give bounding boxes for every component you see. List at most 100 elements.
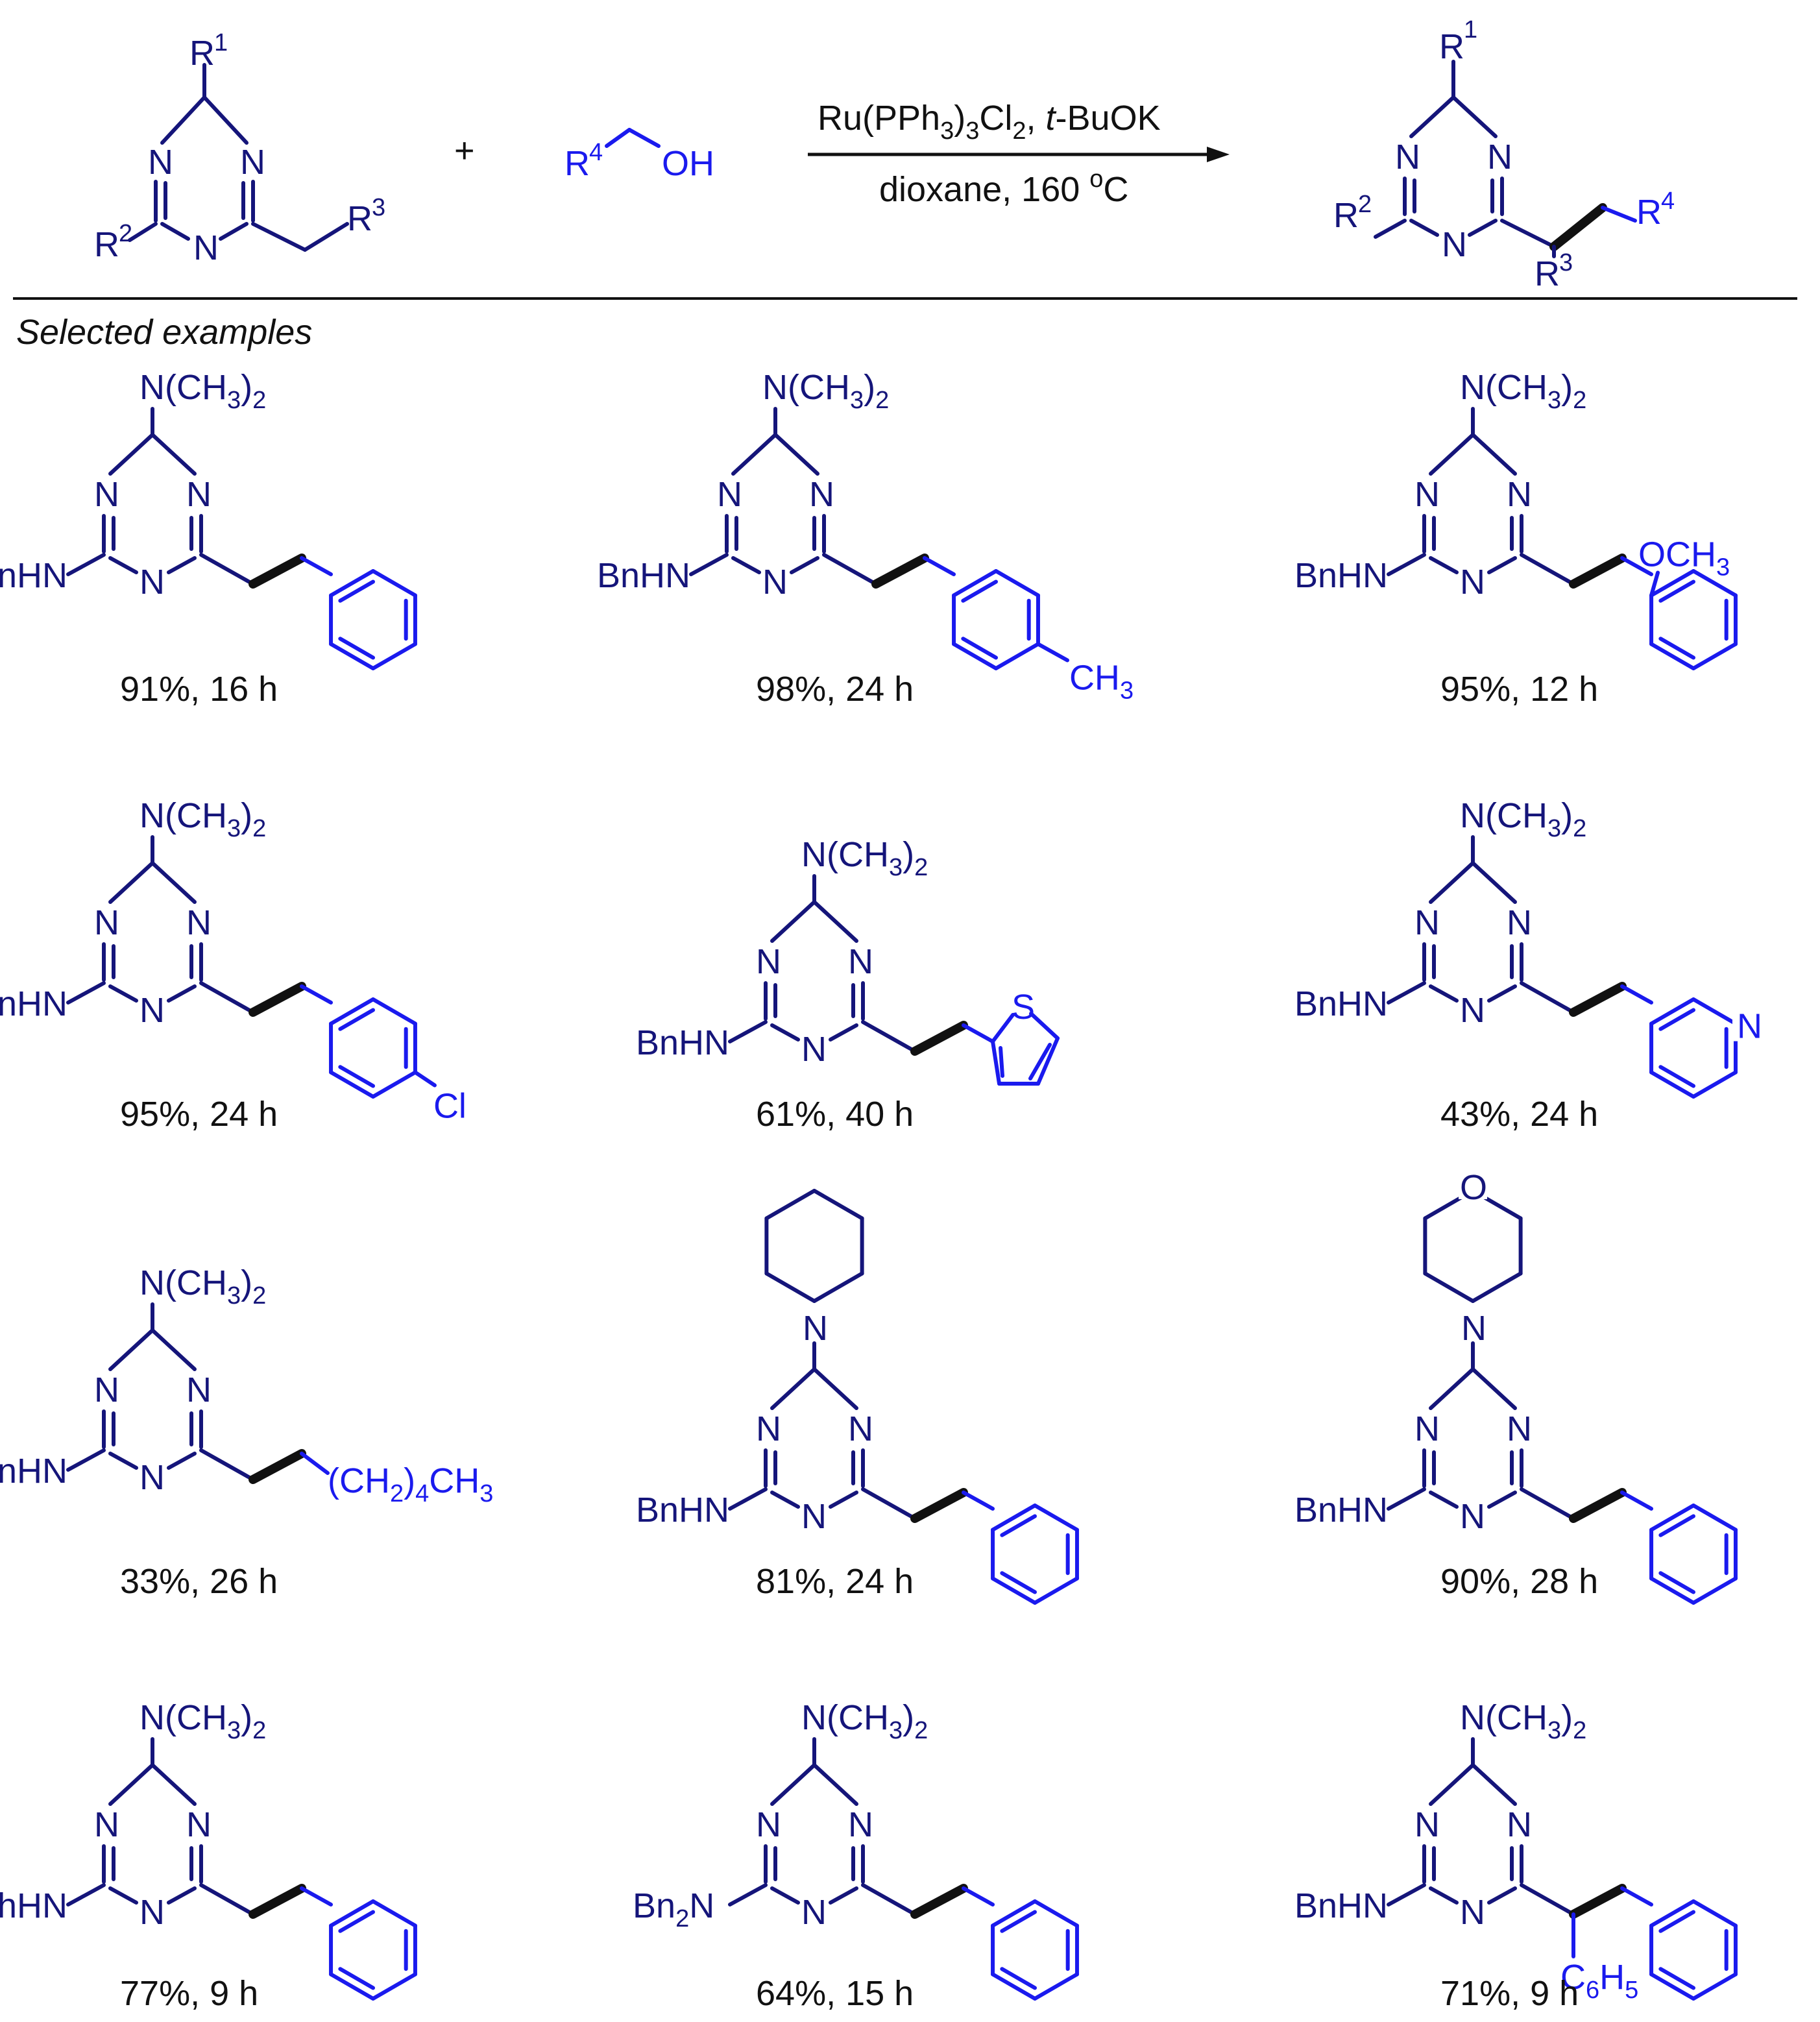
p-ring-n-bottom: N bbox=[1442, 225, 1467, 264]
ring-n-right: N bbox=[809, 475, 834, 514]
left-substituent: BnHN bbox=[1294, 556, 1388, 595]
reactant-triazine: N N N R 1 R 2 R 3 bbox=[94, 29, 385, 267]
yield-label: 81%, 24 h bbox=[756, 1562, 914, 1601]
p-r1-sup: 1 bbox=[1464, 16, 1477, 43]
r4-label: R bbox=[564, 144, 590, 183]
yield-label: 77%, 9 h bbox=[120, 1974, 258, 2013]
alkyl-chain: (CH2)4CH3 bbox=[328, 1461, 493, 1507]
p-r2-sup: 2 bbox=[1358, 191, 1372, 218]
ring-n-left: N bbox=[94, 903, 119, 942]
top-substituent: N(CH3)2 bbox=[1460, 368, 1586, 414]
ring-n-left: N bbox=[148, 143, 173, 182]
ring-n-bottom: N bbox=[140, 563, 165, 602]
left-substituent: PhHN bbox=[0, 1886, 67, 1925]
reaction-conditions: Ru(PPh3)3Cl2, t-BuOK dioxane, 160 oC bbox=[808, 99, 1230, 209]
ring-n-bottom: N bbox=[193, 228, 219, 267]
product-triazine: N N N R 1 R 2 R 3 R 4 bbox=[1333, 16, 1675, 293]
left-substituent: BnHN bbox=[0, 1452, 67, 1491]
p-r3-sup: 3 bbox=[1559, 249, 1573, 276]
ring-n-right: N bbox=[1507, 475, 1532, 514]
ring-n-left: N bbox=[1414, 475, 1440, 514]
ring-n-right: N bbox=[1507, 1805, 1532, 1844]
p-ring-n-left: N bbox=[1395, 138, 1420, 177]
yield-label: 33%, 26 h bbox=[120, 1562, 278, 1601]
yield-label: 95%, 12 h bbox=[1440, 670, 1598, 709]
plus-sign: + bbox=[454, 131, 475, 170]
oh-label: OH bbox=[662, 144, 714, 183]
ring-n-left: N bbox=[756, 1409, 781, 1448]
ring-n-bottom: N bbox=[140, 1458, 165, 1497]
ring-n-left: N bbox=[717, 475, 742, 514]
p-r2-label: R bbox=[1333, 196, 1359, 235]
catalyst-text: Ru(PPh3)3Cl2, t-BuOK bbox=[818, 99, 1161, 145]
yield-label: 43%, 24 h bbox=[1440, 1095, 1598, 1134]
piperidine-n: N bbox=[803, 1309, 828, 1348]
morpholine-n: N bbox=[1461, 1309, 1486, 1348]
solvent-text: dioxane, 160 oC bbox=[879, 165, 1128, 209]
left-substituent: BnHN bbox=[1294, 984, 1388, 1023]
left-substituent: BnHN bbox=[1294, 1491, 1388, 1529]
ring-n-right: N bbox=[240, 143, 265, 182]
ring-n-right: N bbox=[848, 1409, 873, 1448]
yield-label: 90%, 28 h bbox=[1440, 1562, 1598, 1601]
left-substituent: Bn2N bbox=[633, 1886, 714, 1932]
ring-n-bottom: N bbox=[801, 1497, 827, 1536]
yield-label: 95%, 24 h bbox=[120, 1095, 278, 1134]
reaction-arrow-head bbox=[1207, 147, 1230, 162]
yield-label: 98%, 24 h bbox=[756, 670, 914, 709]
ring-n-right: N bbox=[186, 475, 212, 514]
ring-n-bottom: N bbox=[1460, 1497, 1485, 1536]
left-substituent: BnHN bbox=[597, 556, 690, 595]
p-ring-n-right: N bbox=[1487, 138, 1512, 177]
r1-sup: 1 bbox=[214, 29, 228, 56]
chloro-group: Cl bbox=[433, 1087, 467, 1126]
ring-n-right: N bbox=[186, 1370, 212, 1409]
left-substituent: BnHN bbox=[0, 556, 67, 595]
methyl-group: CH3 bbox=[1069, 659, 1134, 705]
r3-sup: 3 bbox=[372, 194, 385, 221]
ring-n-left: N bbox=[94, 1370, 119, 1409]
p-r4-label: R bbox=[1636, 193, 1662, 232]
top-substituent: N(CH3)2 bbox=[140, 368, 266, 414]
top-substituent: N(CH3)2 bbox=[140, 1263, 266, 1309]
pyridine-n: N bbox=[1737, 1007, 1762, 1046]
ring-n-right: N bbox=[848, 942, 873, 981]
ring-n-right: N bbox=[1507, 903, 1532, 942]
ring-n-right: N bbox=[1507, 1409, 1532, 1448]
top-substituent: N(CH3)2 bbox=[801, 1698, 928, 1744]
r1-label: R bbox=[189, 34, 215, 73]
ring-n-bottom: N bbox=[1460, 991, 1485, 1030]
ring-n-left: N bbox=[94, 1805, 119, 1844]
ring-n-bottom: N bbox=[140, 1893, 165, 1932]
ring-n-bottom: N bbox=[1460, 563, 1485, 602]
yield-label: 71%, 9 h bbox=[1440, 1974, 1579, 2013]
r3-label: R bbox=[347, 199, 372, 238]
ring-n-left: N bbox=[756, 942, 781, 981]
top-substituent: N(CH3)2 bbox=[1460, 1698, 1586, 1744]
yield-label: 91%, 16 h bbox=[120, 670, 278, 709]
r4-sup: 4 bbox=[589, 139, 603, 166]
ring-n-bottom: N bbox=[140, 991, 165, 1030]
reactant-alcohol: R 4 OH bbox=[564, 128, 714, 183]
top-substituent: N(CH3)2 bbox=[801, 835, 928, 881]
ring-n-left: N bbox=[1414, 903, 1440, 942]
p-r1-label: R bbox=[1439, 27, 1464, 66]
section-title: Selected examples bbox=[16, 313, 312, 352]
ring-n-left: N bbox=[94, 475, 119, 514]
top-substituent: N(CH3)2 bbox=[140, 1698, 266, 1744]
p-r4-sup: 4 bbox=[1661, 188, 1675, 215]
left-substituent: BnHN bbox=[1294, 1886, 1388, 1925]
yield-label: 64%, 15 h bbox=[756, 1974, 914, 2013]
top-substituent: N(CH3)2 bbox=[762, 368, 889, 414]
